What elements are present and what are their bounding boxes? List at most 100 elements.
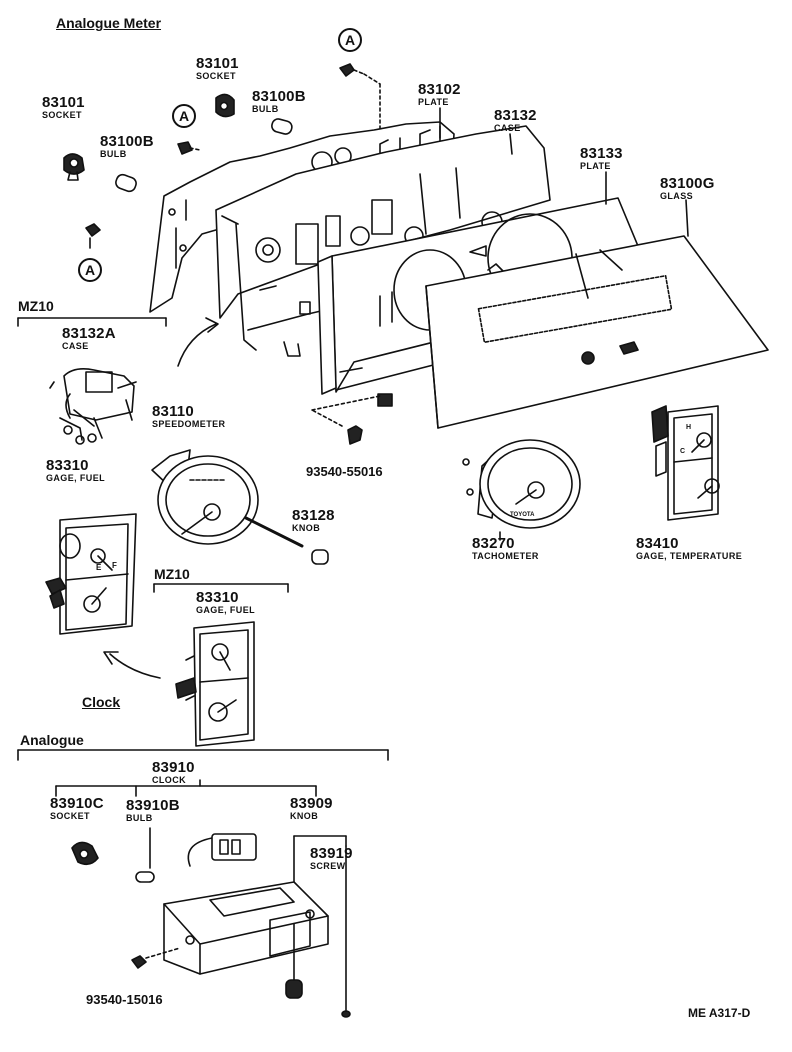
arrow-into-case bbox=[177, 317, 219, 367]
screw-83919 bbox=[341, 845, 351, 1018]
part-number: 83310 bbox=[46, 457, 89, 474]
part-number: 83100B bbox=[252, 88, 306, 105]
part-name: KNOB bbox=[290, 811, 319, 821]
bulb-83910b bbox=[135, 827, 155, 883]
fuel-f-mark: F bbox=[112, 561, 117, 570]
callout-a-mid: A bbox=[172, 104, 196, 128]
label-83101-top: 83101 SOCKET bbox=[196, 56, 239, 81]
part-name: KNOB bbox=[292, 523, 321, 533]
label-83310-mid: 83310 GAGE, FUEL bbox=[196, 590, 255, 615]
header-mz10-mid: MZ10 bbox=[154, 566, 190, 582]
fuel-e-mark: E bbox=[96, 563, 102, 572]
part-number: 83101 bbox=[42, 94, 85, 111]
bulb-83100b-left bbox=[115, 173, 137, 193]
part-number: 83132 bbox=[494, 107, 537, 124]
tach-brand-text: TOYOTA bbox=[510, 512, 535, 518]
part-name: SOCKET bbox=[196, 71, 236, 81]
bolt-93540-55016 bbox=[311, 395, 381, 445]
part-number: 83133 bbox=[580, 145, 623, 162]
gage-fuel-83310-mid bbox=[175, 621, 255, 747]
label-83100b-left: 83100B BULB bbox=[100, 134, 154, 159]
label-83910c: 83910C SOCKET bbox=[50, 796, 104, 821]
part-number: 83909 bbox=[290, 795, 333, 812]
leader-lines-top bbox=[439, 107, 689, 237]
clock-83910 bbox=[131, 833, 329, 975]
label-83102: 83102 PLATE bbox=[418, 82, 461, 107]
label-83132a: 83132A CASE bbox=[62, 326, 116, 351]
knob-83909 bbox=[285, 979, 303, 999]
bracket-mz10-mid bbox=[153, 583, 289, 593]
gage-fuel-83310-left bbox=[45, 513, 137, 635]
part-number: 83101 bbox=[196, 55, 239, 72]
part-name: SCREW bbox=[310, 861, 346, 871]
glass-83100g bbox=[425, 235, 769, 429]
label-83910b: 83910B BULB bbox=[126, 798, 180, 823]
screw-a-mid bbox=[177, 141, 201, 155]
header-analogue-meter: Analogue Meter bbox=[56, 15, 162, 31]
label-83132: 83132 CASE bbox=[494, 108, 537, 133]
speedometer-83110 bbox=[151, 449, 304, 548]
socket-83101-top bbox=[215, 93, 235, 118]
bolt-code-lower: 93540-15016 bbox=[86, 992, 163, 1007]
part-number: 83270 bbox=[472, 535, 515, 552]
part-name: TACHOMETER bbox=[472, 551, 539, 561]
label-83270: 83270 TACHOMETER bbox=[472, 536, 539, 561]
part-number: 83100G bbox=[660, 175, 715, 192]
header-analogue: Analogue bbox=[20, 732, 84, 748]
socket-83101-left bbox=[63, 153, 85, 181]
part-number: 83128 bbox=[292, 507, 335, 524]
part-name: SPEEDOMETER bbox=[152, 419, 226, 429]
part-name: PLATE bbox=[580, 161, 611, 171]
part-name: CASE bbox=[494, 123, 521, 133]
temp-c-mark: C bbox=[680, 448, 686, 455]
bracket-mz10-top bbox=[17, 317, 167, 327]
part-number: 83910B bbox=[126, 797, 180, 814]
part-name: CLOCK bbox=[152, 775, 186, 785]
label-83133: 83133 PLATE bbox=[580, 146, 623, 171]
label-83100b-top: 83100B BULB bbox=[252, 89, 306, 114]
gage-temperature-83410 bbox=[651, 405, 720, 521]
label-83909: 83909 KNOB bbox=[290, 796, 333, 821]
label-83410: 83410 GAGE, TEMPERATURE bbox=[636, 536, 742, 561]
part-number: 83132A bbox=[62, 325, 116, 342]
header-clock: Clock bbox=[82, 694, 121, 710]
screw-a-left bbox=[85, 223, 101, 249]
part-number: 83110 bbox=[152, 403, 194, 420]
label-83100g: 83100G GLASS bbox=[660, 176, 715, 201]
socket-83910c bbox=[71, 841, 99, 866]
temp-h-mark: H bbox=[686, 424, 692, 431]
header-mz10-top: MZ10 bbox=[18, 298, 54, 314]
case-83132a bbox=[49, 368, 137, 445]
label-83919: 83919 SCREW bbox=[310, 846, 353, 871]
part-name: BULB bbox=[252, 104, 279, 114]
part-name: BULB bbox=[126, 813, 153, 823]
bulb-83100b-top bbox=[271, 118, 293, 135]
part-name: GAGE, FUEL bbox=[46, 473, 106, 483]
label-83910: 83910 CLOCK bbox=[152, 760, 195, 785]
tachometer-83270 bbox=[462, 439, 581, 541]
figure-code: ME A317-D bbox=[688, 1006, 751, 1020]
bracket-analogue bbox=[17, 749, 389, 981]
part-name: PLATE bbox=[418, 97, 449, 107]
label-83110: 83110 SPEEDOMETER bbox=[152, 404, 225, 429]
part-name: SOCKET bbox=[50, 811, 90, 821]
knob-83128 bbox=[311, 549, 329, 565]
part-name: GAGE, FUEL bbox=[196, 605, 256, 615]
part-number: 83100B bbox=[100, 133, 154, 150]
part-name: GAGE, TEMPERATURE bbox=[636, 551, 743, 561]
part-number: 83102 bbox=[418, 81, 461, 98]
part-number: 83410 bbox=[636, 535, 679, 552]
arrow-clock bbox=[103, 651, 161, 679]
part-name: CASE bbox=[62, 341, 89, 351]
part-number: 83919 bbox=[310, 845, 353, 862]
part-number: 83910 bbox=[152, 759, 195, 776]
part-name: GLASS bbox=[660, 191, 694, 201]
callout-a-top: A bbox=[338, 28, 362, 52]
label-83101-left: 83101 SOCKET bbox=[42, 95, 85, 120]
part-name: SOCKET bbox=[42, 110, 82, 120]
callout-a-left: A bbox=[78, 258, 102, 282]
part-number: 83910C bbox=[50, 795, 104, 812]
part-name: BULB bbox=[100, 149, 127, 159]
